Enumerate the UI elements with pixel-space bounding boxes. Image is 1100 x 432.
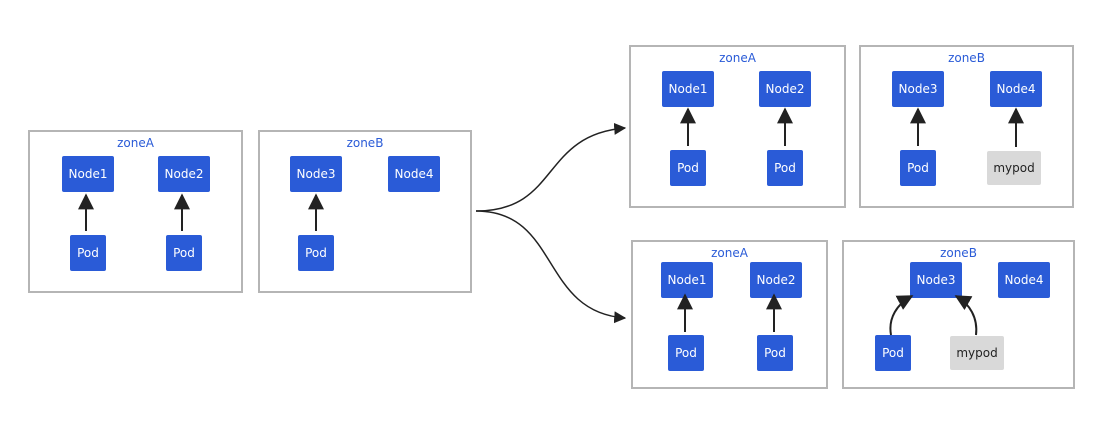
outcome2-zoneB: zoneB Node3 Node4 Pod mypod (842, 240, 1075, 389)
pod: Pod (875, 335, 911, 371)
mypod: mypod (987, 151, 1041, 185)
pod: Pod (900, 150, 936, 186)
pod: Pod (166, 235, 202, 271)
pod: Pod (298, 235, 334, 271)
node3: Node3 (892, 71, 944, 107)
zone-title: zoneB (948, 51, 985, 65)
node4: Node4 (388, 156, 440, 192)
node1: Node1 (662, 71, 714, 107)
pod: Pod (670, 150, 706, 186)
pod: Pod (70, 235, 106, 271)
outcome1-zoneA: zoneA Node1 Node2 Pod Pod (629, 45, 846, 208)
zone-title: zoneA (711, 246, 748, 260)
node2: Node2 (759, 71, 811, 107)
pod: Pod (767, 150, 803, 186)
transition-arrow-bottom (475, 210, 627, 324)
zone-title: zoneA (117, 136, 154, 150)
node4: Node4 (990, 71, 1042, 107)
node1: Node1 (62, 156, 114, 192)
node1: Node1 (661, 262, 713, 298)
zone-title: zoneA (719, 51, 756, 65)
outcome2-zoneA: zoneA Node1 Node2 Pod Pod (631, 240, 828, 389)
initial-zoneB: zoneB Node3 Node4 Pod (258, 130, 472, 293)
transition-arrow-top (475, 122, 627, 212)
mypod: mypod (950, 336, 1004, 370)
mypod-to-node-arrow (954, 295, 978, 336)
outcome1-zoneB: zoneB Node3 Node4 Pod mypod (859, 45, 1074, 208)
pod: Pod (757, 335, 793, 371)
node3: Node3 (910, 262, 962, 298)
initial-zoneA: zoneA Node1 Node2 Pod Pod (28, 130, 243, 293)
pod-to-node-arrow (889, 295, 914, 336)
zone-title: zoneB (940, 246, 977, 260)
pod: Pod (668, 335, 704, 371)
node2: Node2 (158, 156, 210, 192)
zone-title: zoneB (346, 136, 384, 150)
node4: Node4 (998, 262, 1050, 298)
node2: Node2 (750, 262, 802, 298)
node3: Node3 (290, 156, 342, 192)
